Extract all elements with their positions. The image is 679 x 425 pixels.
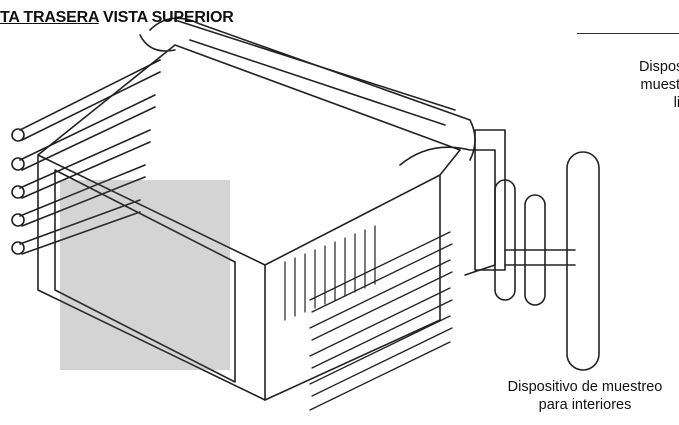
indoor-label-line-1: Dispositivo de muestreo <box>507 379 663 395</box>
diagram-title: TA TRASERA VISTA SUPERIOR <box>0 9 234 27</box>
label-leader-line <box>577 33 679 34</box>
outdoor-sampling-label: Dispositiv muestreo libre <box>581 58 679 112</box>
rear-connector <box>399 129 506 276</box>
indoor-sampling-device <box>566 151 600 371</box>
unit-body <box>37 44 461 401</box>
rear-duct <box>139 17 476 161</box>
outdoor-label-line-2: muestreo <box>640 77 679 93</box>
grille-texture <box>60 180 230 370</box>
title-rear-view: TA TRASERA <box>0 9 99 26</box>
side-louvers <box>284 225 376 321</box>
title-top-view: VISTA SUPERIOR <box>103 9 234 26</box>
outdoor-label-line-1: Dispositiv <box>638 59 679 75</box>
outdoor-label-line-3: libre <box>673 95 679 111</box>
outdoor-sampling-device <box>494 179 576 306</box>
left-tubes <box>11 59 161 255</box>
indoor-sampling-label: Dispositivo de muestreo para interiores <box>480 378 679 414</box>
right-coils <box>309 231 453 411</box>
indoor-label-line-2: para interiores <box>538 397 632 413</box>
